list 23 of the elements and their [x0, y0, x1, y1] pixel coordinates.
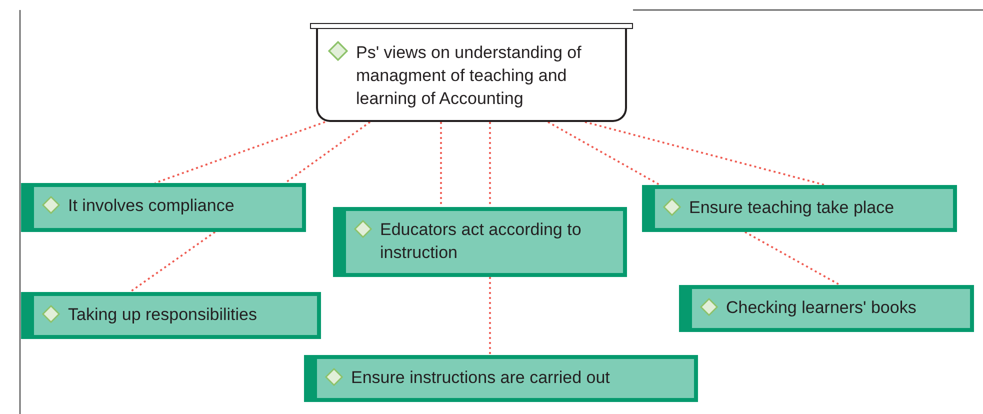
- dotted-connector: [489, 277, 491, 355]
- dotted-connector: [154, 121, 326, 184]
- title-text: Ps' views on understanding of managment of teaching and learning of Accounting: [356, 42, 582, 110]
- topic-box: [679, 285, 974, 332]
- topic-text: Ensure teaching take place: [689, 197, 894, 219]
- dotted-connector: [548, 121, 660, 186]
- dotted-connector: [489, 122, 491, 207]
- topic-box: [333, 207, 627, 277]
- title-box: [310, 23, 633, 122]
- topic-text: It involves compliance: [68, 195, 234, 217]
- topic-box: [304, 355, 698, 402]
- topic-box: [642, 185, 957, 232]
- topic-box: [21, 292, 321, 339]
- dotted-connector: [440, 122, 442, 207]
- dotted-connector: [129, 231, 216, 293]
- topic-text: Educators act according to instruction: [380, 219, 582, 264]
- dotted-connector: [584, 121, 826, 186]
- dotted-connector: [744, 231, 840, 286]
- topic-text: Taking up responsibilities: [68, 304, 257, 326]
- dotted-connector: [284, 121, 371, 184]
- topic-text: Checking learners' books: [726, 297, 916, 319]
- topic-box: [21, 183, 306, 232]
- topic-text: Ensure instructions are carried out: [351, 367, 610, 389]
